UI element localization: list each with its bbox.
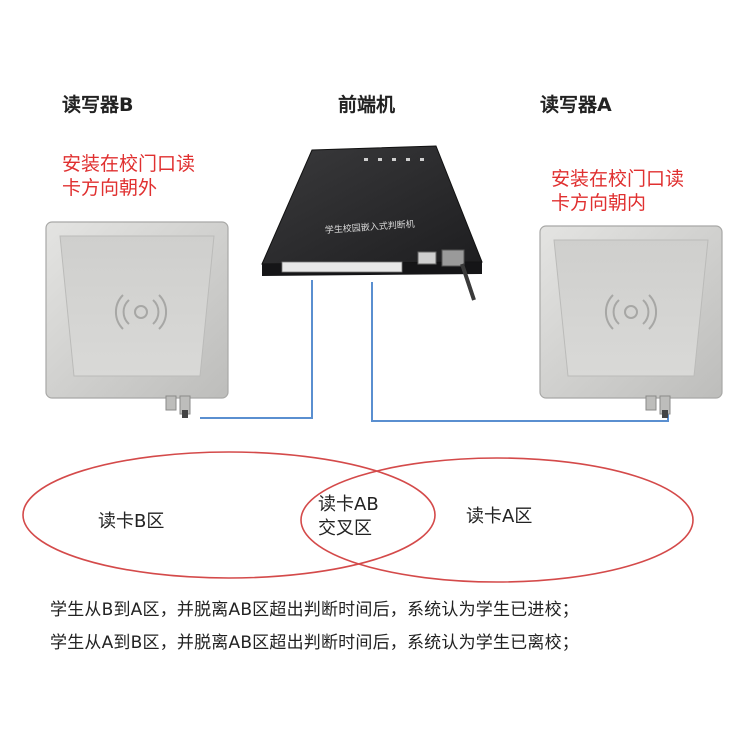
reader-b-note: 安装在校门口读 卡方向朝外: [62, 152, 195, 200]
statement-enter: 学生从B到A区，并脱离AB区超出判断时间后，系统认为学生已进校；: [50, 600, 579, 620]
zone-a-label: 读卡A区: [466, 506, 533, 527]
reader-b-note-line2: 卡方向朝外: [62, 177, 158, 199]
reader-b-note-line1: 安装在校门口读: [62, 153, 196, 175]
reader-a-note-line1: 安装在校门口读: [551, 168, 685, 190]
reader-a-note: 安装在校门口读 卡方向朝内: [551, 167, 684, 215]
port-connector-icon: [281, 249, 476, 301]
zone-b-label: 读卡B区: [98, 511, 165, 532]
zone-ab-label-line2: 交叉区: [318, 518, 372, 539]
front-end-device: 学生校园嵌入式判断机: [261, 145, 483, 301]
statement-leave: 学生从A到B区，并脱离AB区超出判断时间后，系统认为学生已离校；: [50, 633, 579, 653]
reader-b-title: 读写器B: [62, 94, 134, 116]
front-end-title: 前端机: [338, 94, 396, 116]
port-connector-icon: [165, 395, 191, 418]
port-connector-icon: [645, 395, 671, 418]
zone-b-ellipse: [22, 451, 436, 579]
reader-b-device: [45, 221, 229, 418]
zone-ab-label: 读卡AB 交叉区: [318, 493, 379, 541]
reader-a-note-line2: 卡方向朝内: [551, 192, 647, 214]
led-indicator-icon: [364, 158, 424, 161]
reader-a-title: 读写器A: [540, 94, 612, 116]
rfid-wave-icon: [114, 294, 168, 330]
reader-a-device: [539, 225, 723, 418]
zone-a-ellipse: [300, 457, 694, 583]
zone-ab-label-line1: 读卡AB: [318, 494, 379, 515]
rfid-wave-icon: [604, 294, 658, 330]
cable-b: [200, 280, 313, 419]
